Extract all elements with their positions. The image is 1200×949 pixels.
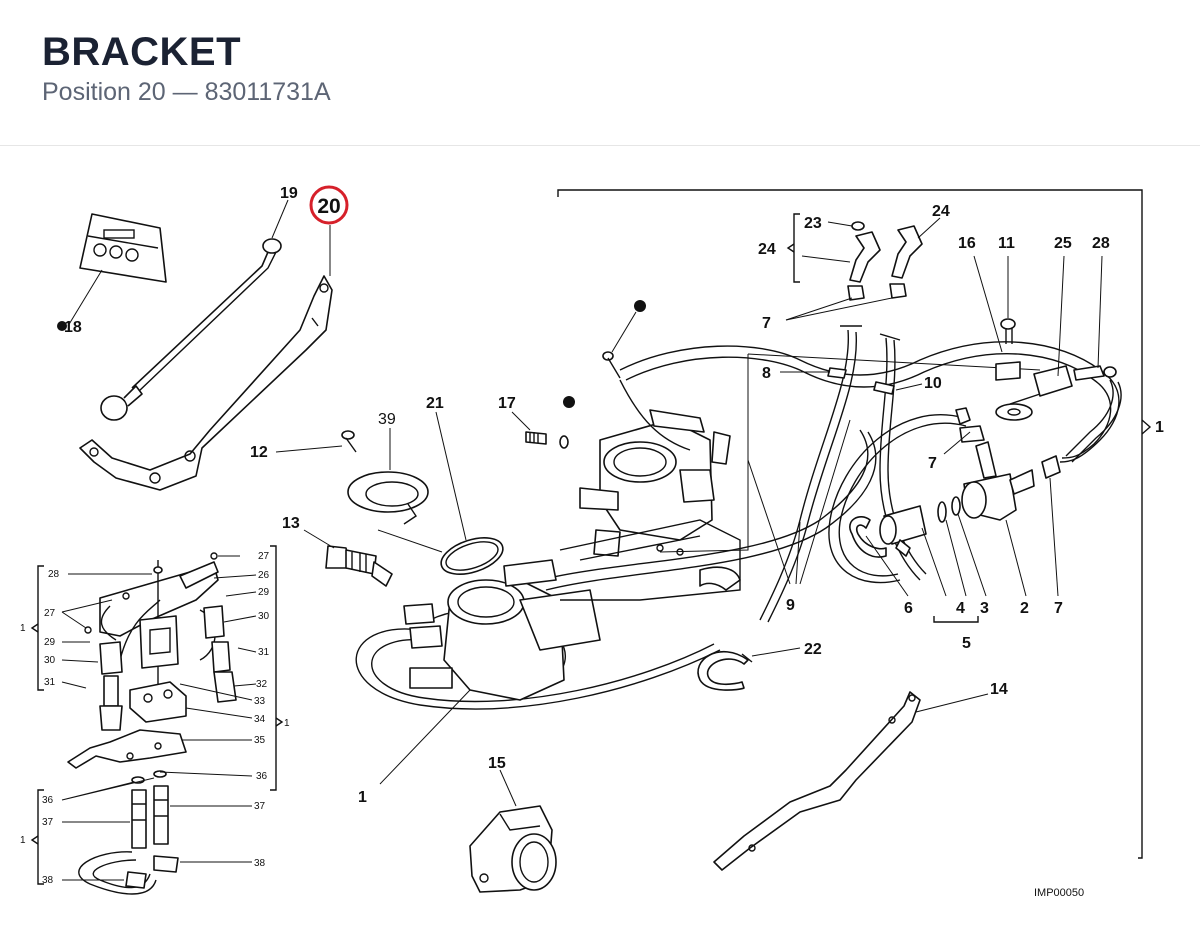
inset-callout-31-right[interactable]: 31 — [258, 647, 270, 658]
callout-21[interactable]: 21 — [426, 395, 444, 412]
callout-10[interactable]: 10 — [924, 375, 942, 392]
inset-callout-27-top[interactable]: 27 — [258, 551, 270, 562]
callout-24[interactable]: 24 — [932, 203, 950, 220]
inset-callout-30-left[interactable]: 30 — [44, 655, 56, 666]
drawing-code: IMP00050 — [1034, 887, 1084, 899]
callout-13[interactable]: 13 — [282, 515, 300, 532]
callout-17[interactable]: 17 — [498, 395, 516, 412]
part-8-9-10-hoses[interactable] — [619, 325, 1120, 623]
page-subtitle: Position 20 — 83011731A — [42, 78, 331, 106]
callout-15[interactable]: 15 — [488, 755, 506, 772]
inset-callout-35[interactable]: 35 — [254, 735, 266, 746]
callout-20[interactable]: 20 — [317, 195, 340, 218]
inset-callout-36-left[interactable]: 36 — [42, 795, 54, 806]
part-15-sensor[interactable] — [469, 769, 557, 893]
inset-callout-29-left[interactable]: 29 — [44, 637, 56, 648]
inset-callout-32[interactable]: 32 — [256, 679, 268, 690]
callout-3[interactable]: 3 — [980, 600, 989, 617]
part-2-to-7-pressure-regulator[interactable] — [828, 379, 1122, 623]
callout-9[interactable]: 9 — [786, 597, 795, 614]
inset-callout-37-left[interactable]: 37 — [42, 817, 54, 828]
inset-callout-38-left[interactable]: 38 — [42, 875, 54, 886]
part-17-fitting[interactable] — [511, 396, 575, 449]
part-39-funnel[interactable] — [347, 428, 429, 525]
callout-19[interactable]: 19 — [280, 185, 298, 202]
inset-callout-29-right[interactable]: 29 — [258, 587, 270, 598]
callout-14[interactable]: 14 — [990, 681, 1008, 698]
inset-callout-33[interactable]: 33 — [254, 696, 266, 707]
part-12-screw[interactable] — [275, 430, 357, 453]
inset-callout-28[interactable]: 28 — [48, 569, 60, 580]
callout-39[interactable]: 39 — [378, 411, 396, 428]
part-11-16-25-28-mount[interactable] — [973, 255, 1117, 421]
inset-callout-37-right[interactable]: 37 — [254, 801, 266, 812]
group-bracket-frame: 1 — [557, 189, 1164, 859]
callout-24-group[interactable]: 24 — [758, 241, 776, 258]
inset-assembly[interactable] — [30, 545, 284, 895]
header: BRACKET Position 20 — 83011731A — [0, 0, 1200, 146]
callout-12[interactable]: 12 — [250, 444, 268, 461]
part-24-elbow-fittings[interactable] — [785, 213, 941, 321]
part-21-oring[interactable] — [377, 411, 507, 581]
inset-callout-30-right[interactable]: 30 — [258, 611, 270, 622]
inset-callout-38-right[interactable]: 38 — [254, 858, 266, 869]
callout-22[interactable]: 22 — [804, 641, 822, 658]
inset-callout-36-right[interactable]: 36 — [256, 771, 268, 782]
callout-25[interactable]: 25 — [1054, 235, 1072, 252]
callout-6[interactable]: 6 — [904, 600, 913, 617]
inset-callout-1-top[interactable]: 1 — [20, 623, 26, 634]
callout-7-regulator[interactable]: 7 — [928, 455, 937, 472]
inset-callout-1-bottom[interactable]: 1 — [20, 835, 26, 846]
callout-8[interactable]: 8 — [762, 365, 771, 382]
part-13-injector[interactable] — [303, 529, 393, 587]
callout-7-elbows[interactable]: 7 — [762, 315, 771, 332]
callout-5[interactable]: 5 — [962, 635, 971, 652]
part-19-rod[interactable] — [100, 199, 289, 421]
callout-1-frame[interactable]: 1 — [1155, 419, 1164, 436]
callout-2[interactable]: 2 — [1020, 600, 1029, 617]
inset-callout-27-left[interactable]: 27 — [44, 608, 56, 619]
inset-callout-1-right[interactable]: 1 — [284, 718, 290, 729]
callout-16[interactable]: 16 — [958, 235, 976, 252]
inset-callout-26[interactable]: 26 — [258, 570, 270, 581]
highlight-ring-20 — [309, 185, 349, 225]
part-14-long-bracket[interactable] — [713, 691, 989, 871]
callout-28[interactable]: 28 — [1092, 235, 1110, 252]
callout-7-outlet[interactable]: 7 — [1054, 600, 1063, 617]
part-18-badge[interactable] — [57, 213, 167, 331]
part-22-clamp[interactable] — [697, 647, 801, 691]
inset-callout-34[interactable]: 34 — [254, 714, 266, 725]
callout-4[interactable]: 4 — [956, 600, 965, 617]
callout-1-throttle[interactable]: 1 — [358, 789, 367, 806]
page-title: BRACKET — [42, 30, 242, 74]
inset-callout-31-left[interactable]: 31 — [44, 677, 56, 688]
callout-18[interactable]: 18 — [64, 319, 82, 336]
part-20-bracket[interactable] — [79, 225, 333, 491]
callout-11[interactable]: 11 — [998, 235, 1015, 252]
callout-23[interactable]: 23 — [804, 215, 822, 232]
throttle-body-assembly[interactable] — [355, 300, 877, 785]
